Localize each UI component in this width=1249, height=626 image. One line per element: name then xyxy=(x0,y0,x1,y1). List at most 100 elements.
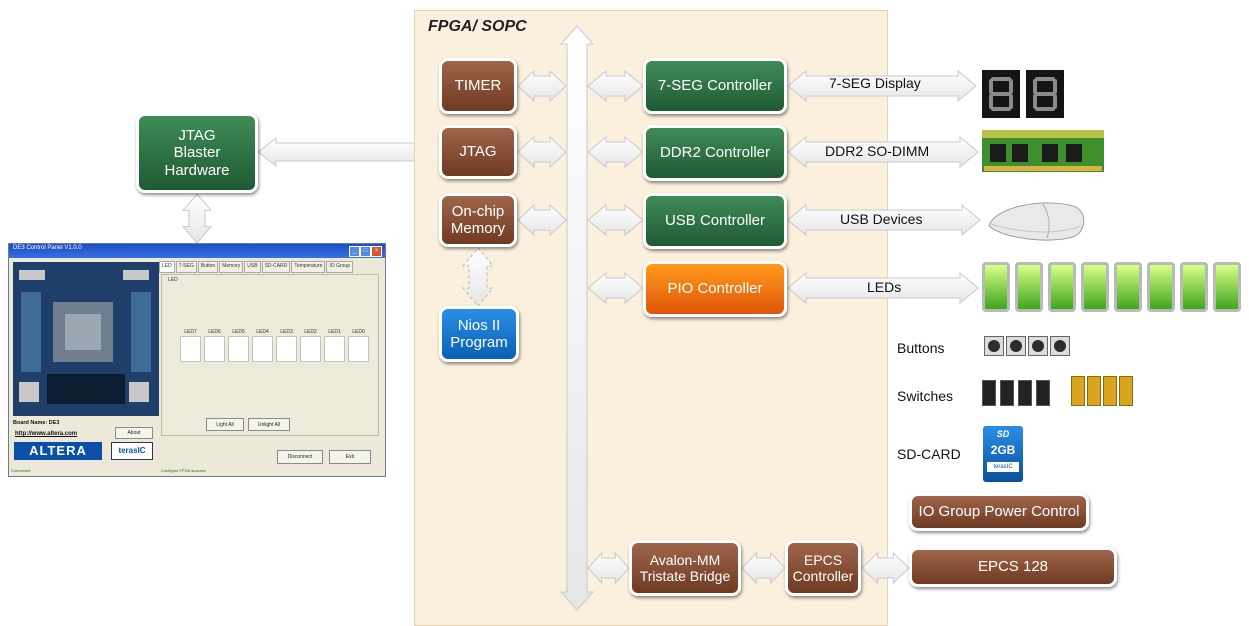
buttons-label: Buttons xyxy=(897,340,945,356)
usb-mouse-image xyxy=(985,196,1089,244)
arrow-avalon-epcs xyxy=(741,551,786,585)
seven-seg-display-image xyxy=(982,70,1064,118)
led-checkbox-group[interactable] xyxy=(300,336,321,362)
switches-label: Switches xyxy=(897,388,954,404)
arrow-bus-ddr2 xyxy=(587,135,644,169)
led-name: LED1 xyxy=(328,329,341,335)
fpga-title: FPGA/ SOPC xyxy=(428,18,527,35)
tab-temperature[interactable]: Temperature xyxy=(291,261,326,273)
terasic-logo: terasIC xyxy=(111,442,153,460)
led-column: LED6 xyxy=(204,329,225,362)
light-all-button[interactable]: Light All xyxy=(206,418,244,431)
arrow-epcs-epcs128 xyxy=(861,551,910,585)
status-right: Configure FPGA success xyxy=(161,468,206,473)
arrow-bus-7seg xyxy=(587,69,644,103)
arrow-7seg-display xyxy=(787,69,977,103)
tab-7-seg[interactable]: 7-SEG xyxy=(175,261,197,273)
ddr2-controller-block: DDR2 Controller xyxy=(643,125,787,181)
panel-title: DE3 Control Panel V1.0.0 xyxy=(13,245,82,251)
sd-logo: SD xyxy=(996,429,1010,439)
led-column: LED7 xyxy=(180,329,201,362)
led-column: LED0 xyxy=(348,329,369,362)
arrow-timer-bus xyxy=(517,69,567,103)
about-button[interactable]: About xyxy=(115,427,153,439)
led-checkbox-group[interactable] xyxy=(252,336,273,362)
jtag-blaster-block: JTAG Blaster Hardware xyxy=(136,113,258,193)
led-tab-panel: LED LED7 LED6 LED5 LED4 LED3 LED2 LED1 LED0 Lig… xyxy=(161,274,379,436)
panel-titlebar: DE3 Control Panel V1.0.0 _ □ × xyxy=(9,244,385,258)
maximize-icon[interactable]: □ xyxy=(360,246,371,257)
push-buttons-image xyxy=(984,336,1070,356)
led-checkbox-group[interactable] xyxy=(348,336,369,362)
seg-controller-block: 7-SEG Controller xyxy=(643,58,787,114)
switches-black-image xyxy=(982,380,1050,406)
jtag-block: JTAG xyxy=(439,125,517,179)
switches-gold-image xyxy=(1071,376,1133,406)
tab-led[interactable]: LED xyxy=(159,261,175,273)
led-column: LED1 xyxy=(324,329,345,362)
exit-button[interactable]: Exit xyxy=(329,450,371,464)
epcs-controller-block: EPCS Controller xyxy=(785,540,861,596)
led-checkbox-group[interactable] xyxy=(180,336,201,362)
led-name: LED4 xyxy=(256,329,269,335)
close-icon[interactable]: × xyxy=(371,246,382,257)
leds-label: LEDs xyxy=(867,279,902,295)
usb-controller-block: USB Controller xyxy=(643,193,787,249)
sdcard-brand: terasIC xyxy=(987,462,1019,472)
led-checkbox-group[interactable] xyxy=(228,336,249,362)
io-group-power-block: IO Group Power Control xyxy=(909,493,1089,531)
led-group-label: LED xyxy=(168,277,178,283)
arrow-bus-avalon xyxy=(587,551,630,585)
led-checkbox-group[interactable] xyxy=(204,336,225,362)
status-left: Connected xyxy=(11,468,31,473)
nios-program-block: Nios II Program xyxy=(439,306,519,362)
led-columns: LED7 LED6 LED5 LED4 LED3 LED2 LED1 LED0 xyxy=(180,329,369,362)
minimize-icon[interactable]: _ xyxy=(349,246,360,257)
board-photo xyxy=(13,262,159,416)
timer-block: TIMER xyxy=(439,58,517,114)
led-column: LED5 xyxy=(228,329,249,362)
epcs128-block: EPCS 128 xyxy=(909,547,1117,587)
led-name: LED3 xyxy=(280,329,293,335)
arrow-pio-leds xyxy=(787,271,979,305)
tab-memory[interactable]: Memory xyxy=(219,261,244,273)
arrow-onchip-nios xyxy=(461,247,495,307)
tab-button[interactable]: Button xyxy=(197,261,219,273)
led-row-image xyxy=(982,262,1241,312)
tab-usb[interactable]: USB xyxy=(244,261,261,273)
led-column: LED2 xyxy=(300,329,321,362)
altera-url-link[interactable]: http://www.altera.com xyxy=(15,431,78,437)
led-name: LED2 xyxy=(304,329,317,335)
led-checkbox-group[interactable] xyxy=(324,336,345,362)
tab-io-group[interactable]: IO Group xyxy=(326,261,353,273)
usb-devices-label: USB Devices xyxy=(840,211,923,227)
arrow-usb-devices xyxy=(787,203,981,237)
arrow-bus-usb xyxy=(587,203,644,237)
led-column: LED4 xyxy=(252,329,273,362)
system-bus-arrow xyxy=(559,25,595,611)
sdcard-label: SD-CARD xyxy=(897,446,961,462)
seg-display-label: 7-SEG Display xyxy=(829,75,921,91)
arrow-onchip-bus xyxy=(517,203,567,237)
arrow-bus-pio xyxy=(587,271,644,305)
sdcard-image: SD 2GB terasIC xyxy=(983,426,1023,482)
onchip-memory-block: On-chip Memory xyxy=(439,193,517,247)
led-checkbox-group[interactable] xyxy=(276,336,297,362)
sdcard-size: 2GB xyxy=(990,443,1016,457)
led-name: LED5 xyxy=(232,329,245,335)
ddr2-sodimm-image xyxy=(982,128,1104,174)
tab-sd-card[interactable]: SD-CARD xyxy=(261,261,291,273)
board-name: Board Name: DE3 xyxy=(13,420,60,426)
disconnect-button[interactable]: Disconnect xyxy=(277,450,323,464)
altera-logo: ALTERA xyxy=(14,442,102,460)
ddr2-sodimm-label: DDR2 SO-DIMM xyxy=(825,143,930,159)
arrow-ddr2-sodimm xyxy=(787,135,979,169)
led-name: LED6 xyxy=(208,329,221,335)
unlight-all-button[interactable]: Unlight All xyxy=(248,418,290,431)
avalon-bridge-block: Avalon-MM Tristate Bridge xyxy=(629,540,741,596)
led-name: LED7 xyxy=(184,329,197,335)
